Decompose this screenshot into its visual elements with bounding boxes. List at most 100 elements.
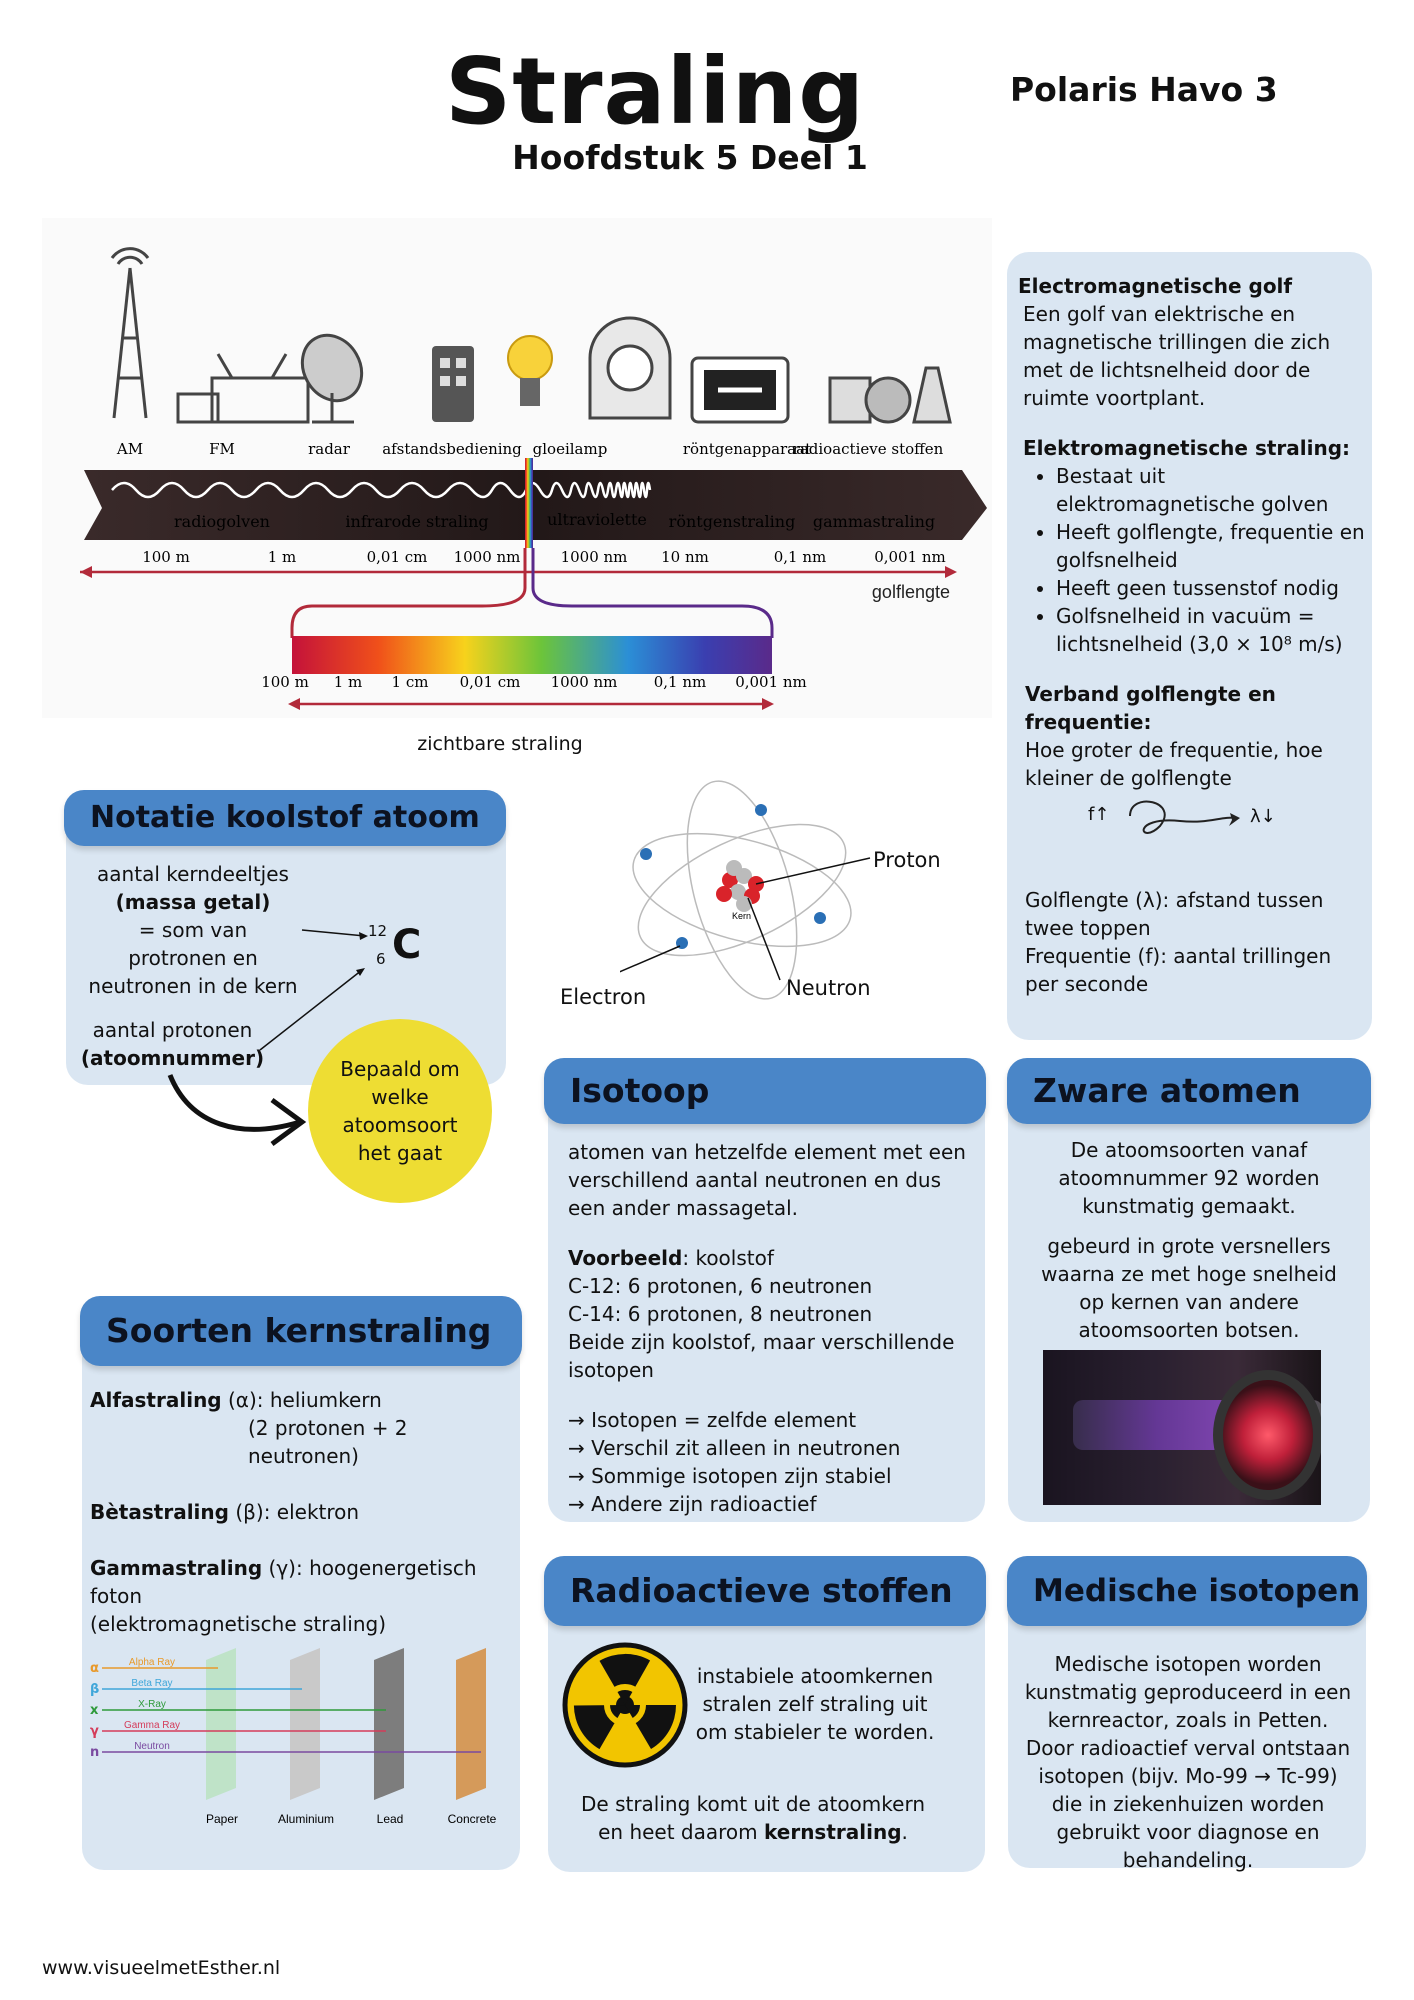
ray-label: X-Ray [138,1699,166,1710]
wavelength-definition: Golflengte (λ): afstand tussen twee topp… [1025,888,1324,940]
heavy-atoms-content: De atoomsoorten vanaf atoomnummer 92 wor… [1026,1136,1352,1344]
gamma-line: Gammastraling (γ): hoogenergetisch foton [90,1554,520,1610]
fm-radio-tv-icon [176,353,310,424]
mass-text: aantal kerndeeltjes [97,862,289,886]
visible-spectrum-bar [292,636,772,674]
wavelength-labels: 100 m 1 m 0,01 cm 1000 nm 1000 nm 10 nm … [142,548,946,566]
em-heading: Electromagnetische golf [1018,274,1293,298]
example-label: Voorbeeld [568,1246,683,1270]
ray-label: Neutron [134,1741,170,1752]
light-bulb-icon [507,335,553,406]
ray-label: Beta Ray [131,1678,172,1689]
radiation-types-header: Soorten kernstraling [80,1296,522,1366]
radiation-types-content: Alfastraling (α): heliumkern (2 protonen… [90,1386,520,1638]
example-detail: Beide zijn koolstof, maar verschillende … [568,1330,955,1382]
radiation-hazard-icon [562,1642,688,1768]
atomic-number: 6 [376,950,386,968]
band-label: ultraviolette [547,510,647,529]
barrier-aluminium [290,1648,320,1800]
ray-symbol: x [90,1703,99,1718]
example-value: : koolstof [682,1246,774,1270]
visible-scale-label: 0,01 cm [460,673,521,691]
wavelength-label: 1 m [268,548,297,566]
arrow-point: → Isotopen = zelfde element [568,1408,857,1432]
definitions: Golflengte (λ): afstand tussen twee topp… [1025,886,1355,998]
visible-slice [525,458,533,548]
source-label: FM [209,440,235,458]
source-label: röntgenapparaat [683,440,811,458]
gamma-label: Gammastraling [90,1556,263,1580]
yellow-circle-callout: Bepaald om welke atoomsoort het gaat [308,1019,492,1203]
list-item: Bestaat uit elektromagnetische golven [1056,462,1368,518]
footer-url: www.visueelmetEsther.nl [42,1957,281,1979]
mass-number-explanation: aantal kerndeeltjes (massa getal) = som … [88,860,298,1000]
radioactive-lab-icon [828,366,952,424]
medical-isotopes-header: Medische isotopen [1007,1556,1367,1626]
band-label: gammastraling [813,512,935,531]
barrier-label: Paper [206,1812,238,1826]
beta-desc: (β): elektron [228,1500,360,1524]
visible-scale-labels: 100 m 1 m 1 cm 0,01 cm 1000 nm 0,1 nm 0,… [261,673,807,691]
source-labels: AM FM radar afstandsbediening gloeilamp … [116,440,944,458]
radioactive-header: Radioactieve stoffen [544,1556,986,1626]
xray-machine-icon [690,356,790,424]
isotope-content: atomen van hetzelfde element met een ver… [568,1138,978,1518]
wavelength-label: 1000 nm [454,548,521,566]
ray-label: Gamma Ray [124,1720,180,1731]
barrier-label: Aluminium [278,1812,334,1826]
wavelength-label: 10 nm [661,548,709,566]
mass-text: = som van protronen en neutronen in de k… [88,918,298,998]
alpha-desc: (α): heliumkern [221,1388,382,1412]
gamma-desc-2: (elektromagnetische straling) [90,1612,387,1636]
wavelength-label: 0,01 cm [367,548,428,566]
frequency-wavelength-diagram: f↑ λ↓ [1080,796,1300,846]
example-detail: C-14: 6 protonen, 8 neutronen [568,1302,873,1326]
visible-radiation-label: zichtbare straling [417,733,583,755]
wavelength-label: 1000 nm [561,548,628,566]
em-definition: Een golf van elektrische en magnetische … [1023,302,1331,410]
alpha-desc-2: (2 protonen + 2 neutronen) [248,1416,408,1468]
page-title: Straling [444,38,866,145]
frequency-symbol: f↑ [1088,804,1110,825]
visible-scale-label: 1 cm [392,673,429,691]
band-labels: radiogolven infrarode straling ultraviol… [174,510,935,531]
kern-label: Kern [732,911,751,921]
protons-text: aantal protonen [92,1018,253,1042]
visible-scale-label: 0,001 nm [735,673,807,691]
wavelength-label: 100 m [142,548,190,566]
heavy-atoms-header: Zware atomen [1007,1058,1371,1124]
alpha-line: Alfastraling (α): heliumkern [90,1386,520,1414]
atom-diagram: Kern [620,780,871,1000]
radioactive-text: instabiele atoomkernen stralen zelf stra… [695,1664,935,1744]
spectrum-band [84,470,987,540]
radar-dish-icon [300,333,364,424]
callout-text: Bepaald om welke atoomsoort het gaat [340,1057,460,1165]
gamma-desc: (γ): hoogenergetisch foton [90,1556,477,1608]
relation-text: Hoe groter de frequentie, hoe kleiner de… [1025,738,1323,790]
source-label: gloeilamp [533,440,608,458]
mass-bold: (massa getal) [115,890,271,914]
alpha-label: Alfastraling [90,1388,222,1412]
ray-symbol: n [90,1745,99,1760]
ray-label: Alpha Ray [129,1657,175,1668]
wavelength-label: 0,1 nm [774,548,827,566]
em-bullet-list: Bestaat uit elektromagnetische golven He… [1018,462,1368,658]
list-item: Golfsnelheid in vacuüm = lichtsnelheid (… [1056,602,1368,658]
visible-scale-label: 0,1 nm [654,673,707,691]
radioactive-text-start: De straling komt uit de atoomkern en hee… [581,1792,925,1844]
wavelength-label: 0,001 nm [874,548,946,566]
curly-arrow-icon [1129,800,1240,834]
mass-number: 12 [368,922,388,940]
nucleus [716,860,764,912]
relation-heading: Verband golflengte en frequentie: [1025,682,1276,734]
list-item: Heeft golflengte, frequentie en golfsnel… [1056,518,1368,574]
proton-label: Proton [873,848,941,872]
em-info-content: Electromagnetische golf Een golf van ele… [1018,272,1368,792]
course-label: Polaris Havo 3 [1010,70,1278,109]
spectrum-illustration: AM FM radar afstandsbediening gloeilamp … [80,247,987,710]
barrier-lead [374,1648,404,1800]
ray-symbol: α [90,1661,99,1676]
arrow-point: → Verschil zit alleen in neutronen [568,1436,901,1460]
notation-arrows [167,929,368,1147]
band-label: röntgenstraling [669,512,796,531]
